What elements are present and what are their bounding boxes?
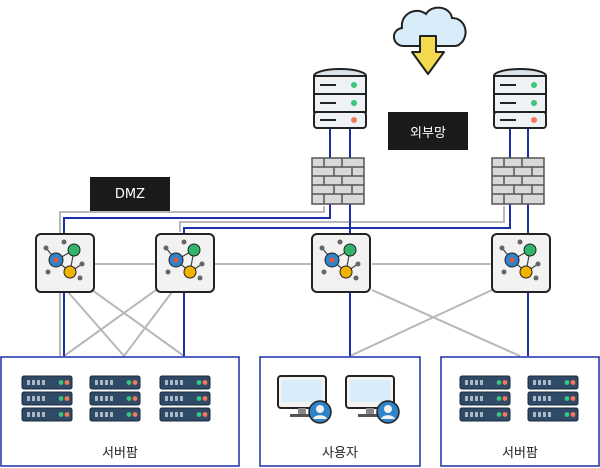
user-workstations	[277, 375, 400, 424]
server-farm-left-label: 서버팜	[102, 446, 138, 461]
router-icon	[491, 233, 551, 293]
user-workstation-icon	[345, 375, 400, 424]
server-racks	[21, 375, 579, 422]
server-rack-icon	[527, 375, 579, 422]
zone-boxes	[0, 356, 600, 467]
router-icon	[155, 233, 215, 293]
server-rack-icon	[21, 375, 73, 422]
server-rack-icon	[89, 375, 141, 422]
server-rack-icon	[159, 375, 211, 422]
firewall-icon	[311, 157, 365, 205]
database-server-icon	[313, 68, 367, 129]
firewall-icon	[491, 157, 545, 205]
router-icon	[311, 233, 371, 293]
routers	[35, 233, 551, 293]
external-network-label: 외부망	[388, 112, 468, 150]
dmz-label: DMZ	[90, 177, 170, 211]
server-rack-icon	[459, 375, 511, 422]
server-farm-right-label: 서버팜	[502, 446, 538, 461]
cloud-download-icon	[393, 6, 467, 75]
router-icon	[35, 233, 95, 293]
user-workstation-icon	[277, 375, 332, 424]
users-label: 사용자	[322, 446, 358, 461]
database-server-icon	[493, 68, 547, 129]
